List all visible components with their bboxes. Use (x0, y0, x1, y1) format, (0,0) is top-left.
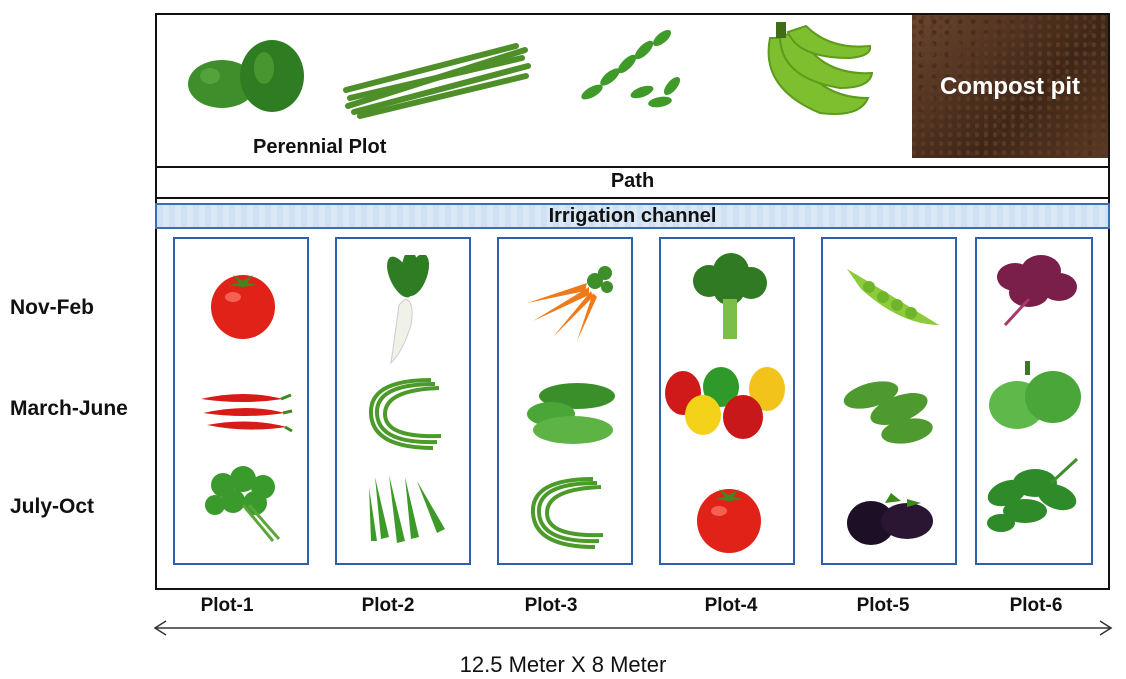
plot-label-5: Plot-5 (815, 595, 951, 617)
pea-icon (841, 259, 941, 339)
plot-4 (659, 237, 795, 565)
plot-label-6: Plot-6 (968, 595, 1104, 617)
cowpea-icon (355, 374, 455, 454)
tomato-icon (679, 475, 779, 555)
tomato-icon (193, 261, 293, 341)
dimension-label: 12.5 Meter X 8 Meter (0, 652, 1126, 678)
dimension-arrow (150, 618, 1116, 638)
plot-label-4: Plot-4 (663, 595, 799, 617)
plot-6 (975, 237, 1093, 565)
papaya-icon (180, 32, 315, 117)
chilli-icon (193, 369, 293, 449)
red-amaranth-icon (985, 249, 1085, 329)
path-divider (155, 197, 1110, 199)
spinach-icon (981, 453, 1081, 549)
plot-label-3: Plot-3 (483, 595, 619, 617)
plot-2 (335, 237, 471, 565)
curry-leaf-icon (572, 22, 692, 122)
plot-5 (821, 237, 957, 565)
plot-3 (497, 237, 633, 565)
season-label-july-oct: July-Oct (10, 495, 94, 519)
coriander-icon (193, 465, 293, 545)
broccoli-icon (679, 253, 779, 343)
irrigation-channel-label: Irrigation channel (549, 205, 717, 227)
compost-pit: Compost pit (912, 15, 1108, 158)
drumstick-icon (340, 40, 535, 120)
plot-label-1: Plot-1 (159, 595, 295, 617)
plot-label-2: Plot-2 (320, 595, 456, 617)
radish-icon (355, 255, 455, 367)
carrot-icon (517, 263, 617, 343)
plot-1 (173, 237, 309, 565)
perennial-divider (155, 166, 1110, 168)
bitter-gourd-icon (841, 369, 941, 449)
okra-icon (355, 467, 455, 547)
irrigation-channel: Irrigation channel (155, 203, 1110, 229)
season-label-nov-feb: Nov-Feb (10, 296, 94, 320)
path-label: Path (155, 170, 1110, 193)
perennial-plot-label: Perennial Plot (253, 136, 386, 159)
brinjal-icon (841, 473, 941, 553)
cowpea-icon (517, 473, 617, 553)
banana-icon (750, 18, 880, 128)
cucumber-icon (517, 374, 617, 454)
compost-pit-label: Compost pit (940, 73, 1080, 101)
bottle-gourd-icon (985, 357, 1085, 443)
capsicum-icon (663, 359, 793, 449)
season-label-march-june: March-June (10, 397, 128, 421)
